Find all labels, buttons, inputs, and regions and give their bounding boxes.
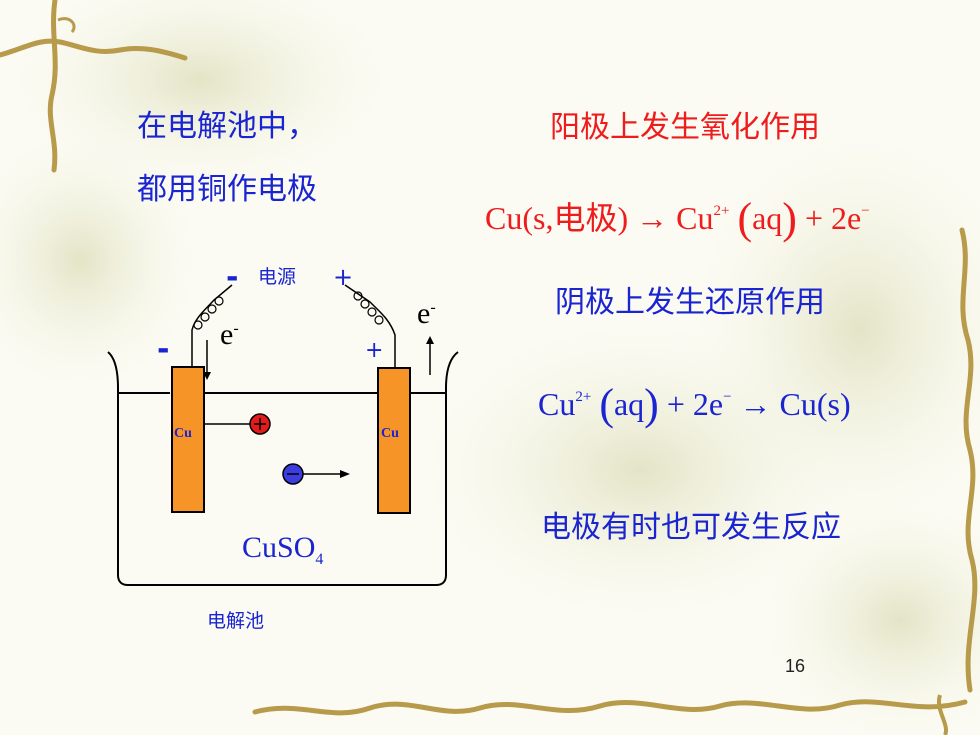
electron-charge: −	[861, 203, 870, 219]
solution-label: CuSO4	[242, 531, 323, 569]
cu-ion: Cu	[676, 200, 714, 236]
power-source-label: 电源	[258, 266, 297, 288]
minus-top-label: -	[226, 260, 239, 295]
electrode-right-label: Cu	[381, 426, 399, 441]
aq-label: aq	[613, 386, 645, 422]
arrow-symbol: →	[636, 200, 669, 236]
electron-charge: −	[723, 389, 732, 405]
arrow-symbol: →	[739, 386, 772, 422]
page-number: 16	[785, 656, 806, 676]
left-paren: (	[599, 380, 614, 429]
solution-subscript: 4	[315, 551, 324, 568]
right-paren: )	[644, 380, 659, 429]
cathode-product: Cu(s)	[779, 386, 851, 422]
plus-top-label: +	[333, 263, 354, 291]
e-sup: -	[430, 299, 436, 316]
electrons: 2e	[831, 200, 862, 236]
electron-left-label: e-	[220, 318, 239, 352]
intro-line-2: 都用铜作电极	[137, 172, 317, 207]
electrode-left-label: Cu	[174, 426, 192, 441]
note-text: 电极有时也可发生反应	[541, 510, 841, 545]
anode-equation: Cu(s,电极) → Cu2+ (aq) + 2e−	[485, 197, 870, 241]
left-paren: (	[737, 194, 753, 243]
plus-symbol: +	[666, 386, 685, 422]
anode-title: 阳极上发生氧化作用	[550, 110, 820, 145]
electrode-left	[171, 366, 205, 513]
solution-formula: CuSO	[242, 531, 316, 564]
anode-reactant: Cu(s,电极)	[485, 200, 629, 236]
e-symbol: e	[417, 297, 431, 330]
cu-charge: 2+	[575, 389, 592, 405]
minus-side-label: -	[157, 332, 170, 367]
aq-label: aq	[752, 200, 783, 236]
e-sup: -	[233, 320, 239, 337]
cathode-equation: Cu2+ (aq) + 2e− → Cu(s)	[538, 383, 851, 427]
plus-symbol: +	[804, 200, 823, 236]
electron-right-label: e-	[417, 297, 436, 331]
e-symbol: e	[220, 318, 234, 351]
cell-label: 电解池	[207, 610, 265, 632]
cu-charge: 2+	[713, 203, 730, 219]
electrons: 2e	[692, 386, 724, 422]
electrode-right	[377, 367, 411, 514]
cathode-title: 阴极上发生还原作用	[555, 285, 825, 320]
right-paren: )	[782, 194, 797, 243]
cu-ion: Cu	[538, 386, 576, 422]
plus-side-label: +	[365, 338, 384, 363]
intro-line-1: 在电解池中，	[137, 109, 317, 144]
